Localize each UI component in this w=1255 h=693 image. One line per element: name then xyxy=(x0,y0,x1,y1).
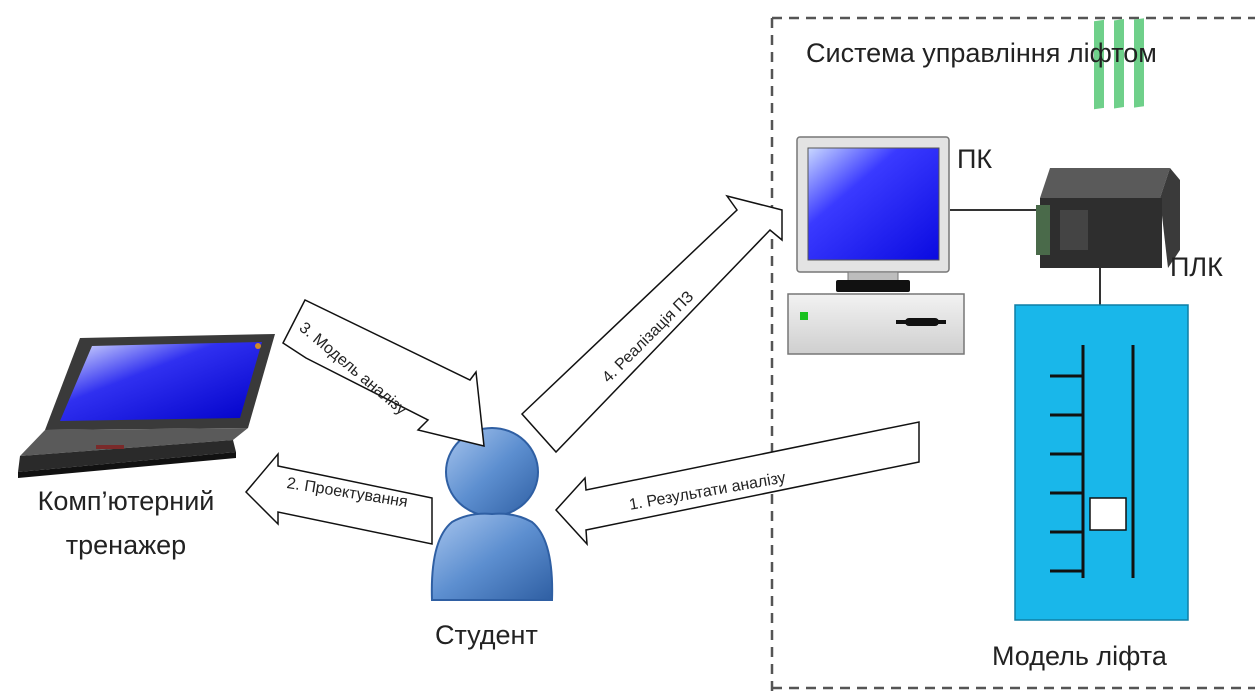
system-title: Система управління ліфтом xyxy=(806,38,1157,68)
arrow-3-analysis-model xyxy=(282,299,485,447)
arrow-4-software xyxy=(520,194,783,454)
plc-icon xyxy=(1036,18,1180,268)
trainer-label-line2: тренажер xyxy=(65,530,187,560)
student-icon xyxy=(430,427,554,601)
elevator-model xyxy=(1014,304,1189,621)
arrow-2-design xyxy=(244,451,433,545)
laptop-icon xyxy=(18,334,275,478)
trainer-label-line1: Комп’ютерний xyxy=(37,486,215,516)
pc-icon xyxy=(787,136,965,355)
system-boundary xyxy=(770,16,1255,693)
arrow-1-results xyxy=(554,421,920,547)
student-label: Студент xyxy=(435,620,538,650)
pc-label: ПК xyxy=(957,144,993,174)
plc-label: ПЛК xyxy=(1170,252,1223,282)
elevator-model-label: Модель ліфта xyxy=(992,641,1167,671)
